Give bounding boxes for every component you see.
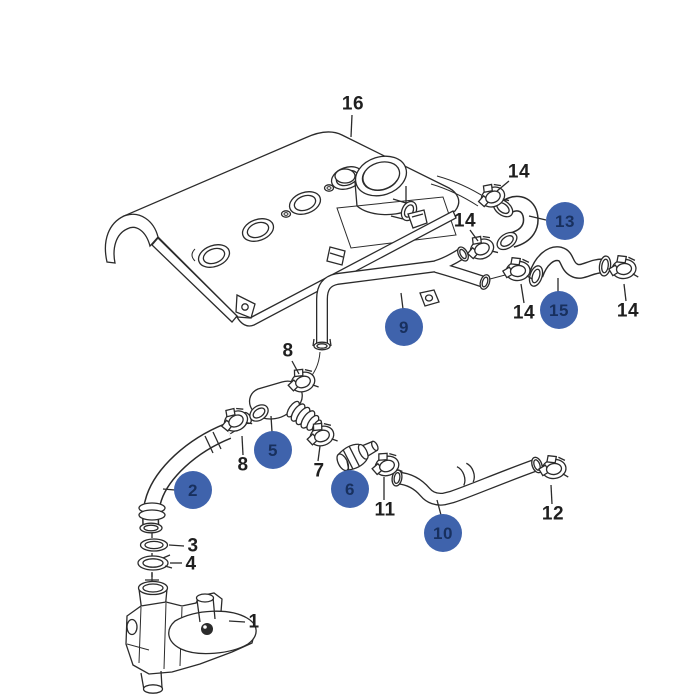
connector-6-drawing bbox=[336, 440, 379, 472]
leader-line bbox=[496, 180, 510, 192]
seal-rings-drawing bbox=[137, 533, 173, 587]
leader-line bbox=[291, 360, 300, 375]
part-callout: 14 bbox=[453, 210, 477, 232]
leader-line bbox=[436, 499, 442, 516]
leader-line bbox=[469, 229, 479, 242]
leader-line bbox=[241, 435, 244, 456]
valve-cover-drawing bbox=[104, 131, 487, 327]
part-callout: 3 bbox=[187, 535, 199, 557]
oil-separator-drawing bbox=[125, 580, 257, 694]
leader-line bbox=[317, 445, 321, 462]
part-callout: 8 bbox=[237, 454, 249, 476]
elbow-hose-13-drawing bbox=[492, 195, 539, 251]
leader-line bbox=[350, 114, 353, 138]
leader-line bbox=[400, 292, 404, 310]
part-callout-highlighted[interactable]: 10 bbox=[424, 514, 462, 552]
leader-line bbox=[162, 488, 176, 491]
leader-line bbox=[168, 544, 185, 547]
clamp-drawings bbox=[220, 183, 639, 480]
hose-10-drawing bbox=[391, 456, 543, 506]
part-callout-highlighted[interactable]: 15 bbox=[540, 291, 578, 329]
part-callout: 4 bbox=[185, 553, 197, 575]
part-callout: 1 bbox=[248, 611, 260, 633]
leader-line bbox=[528, 215, 547, 221]
leader-line bbox=[270, 415, 273, 433]
hose-15-drawing bbox=[528, 246, 612, 287]
part-callout-highlighted[interactable]: 9 bbox=[385, 308, 423, 346]
part-callout: 11 bbox=[374, 499, 396, 521]
leader-line bbox=[228, 620, 246, 623]
part-callout: 14 bbox=[512, 302, 536, 324]
part-callout: 14 bbox=[616, 300, 640, 322]
leader-line bbox=[623, 283, 627, 302]
part-callout: 8 bbox=[282, 340, 294, 362]
part-callout-highlighted[interactable]: 2 bbox=[174, 471, 212, 509]
leader-line bbox=[520, 283, 525, 304]
part-callout: 7 bbox=[313, 460, 325, 482]
part-callout: 16 bbox=[341, 93, 365, 115]
part-callout: 12 bbox=[541, 503, 565, 525]
breather-pipe-9-drawing bbox=[304, 246, 510, 384]
leader-line bbox=[346, 460, 350, 472]
part-callout-highlighted[interactable]: 5 bbox=[254, 431, 292, 469]
part-callout: 14 bbox=[507, 161, 531, 183]
part-callout-highlighted[interactable]: 6 bbox=[331, 470, 369, 508]
part-callout-highlighted[interactable]: 13 bbox=[546, 202, 584, 240]
leader-line bbox=[550, 484, 553, 505]
